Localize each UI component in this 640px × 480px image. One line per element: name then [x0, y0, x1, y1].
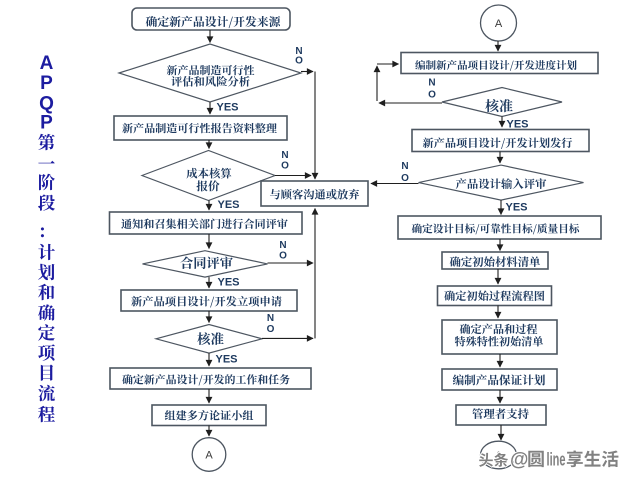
- svg-text:N: N: [281, 150, 288, 161]
- svg-text:YES: YES: [217, 102, 239, 114]
- svg-text:N: N: [428, 78, 435, 89]
- svg-text:O: O: [401, 173, 409, 184]
- svg-text:P: P: [40, 73, 53, 94]
- svg-text:YES: YES: [218, 199, 240, 211]
- svg-text:A: A: [495, 18, 503, 30]
- svg-text:Q: Q: [39, 94, 54, 115]
- svg-text:YES: YES: [216, 354, 238, 366]
- svg-text:YES: YES: [218, 276, 240, 288]
- svg-text:N: N: [279, 240, 286, 251]
- svg-text:O: O: [281, 161, 289, 172]
- svg-text:N: N: [295, 46, 302, 57]
- svg-text:N: N: [401, 161, 408, 172]
- svg-text:YES: YES: [506, 202, 528, 214]
- svg-text:P: P: [40, 113, 53, 134]
- svg-text:N: N: [267, 313, 274, 324]
- svg-text:O: O: [279, 251, 287, 262]
- svg-text:line: line: [547, 450, 566, 470]
- svg-text:A: A: [40, 53, 54, 74]
- svg-text:A: A: [205, 450, 213, 462]
- svg-text:O: O: [428, 90, 436, 101]
- svg-text:O: O: [295, 56, 303, 67]
- svg-text:@: @: [510, 450, 529, 471]
- svg-text:O: O: [267, 324, 275, 335]
- svg-text:YES: YES: [507, 119, 529, 131]
